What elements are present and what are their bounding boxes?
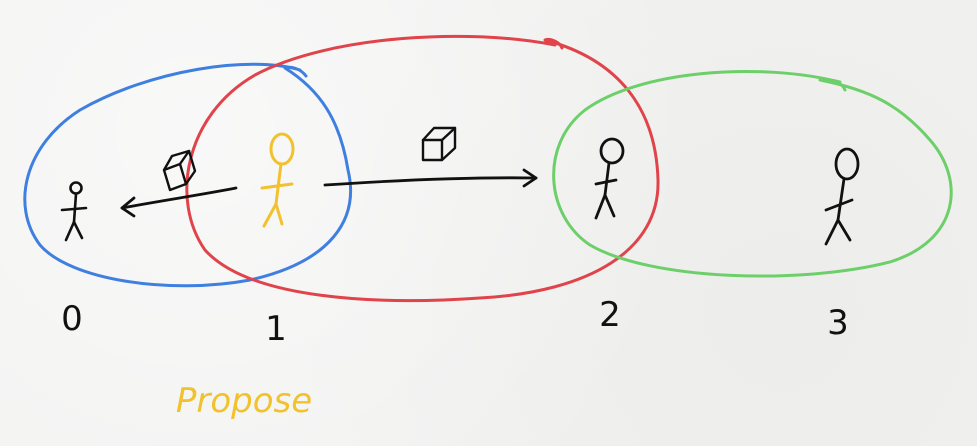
action-label: Propose — [176, 381, 312, 421]
node-3-figure — [824, 147, 860, 246]
arrow-to-node-0 — [120, 186, 238, 218]
green-group-ellipse — [552, 69, 953, 278]
node-0-figure — [60, 181, 88, 242]
node-0-label: 0 — [61, 299, 83, 339]
node-1-label: 1 — [265, 309, 287, 349]
block-icon — [421, 126, 457, 162]
block-icon — [162, 149, 197, 192]
red-group-ellipse — [185, 34, 660, 303]
arrow-to-node-2 — [323, 168, 538, 188]
blue-group-ellipse — [23, 62, 353, 288]
node-2-label: 2 — [599, 295, 621, 335]
node-3-label: 3 — [827, 303, 849, 343]
node-1-figure — [260, 132, 295, 228]
node-2-figure — [594, 137, 625, 220]
